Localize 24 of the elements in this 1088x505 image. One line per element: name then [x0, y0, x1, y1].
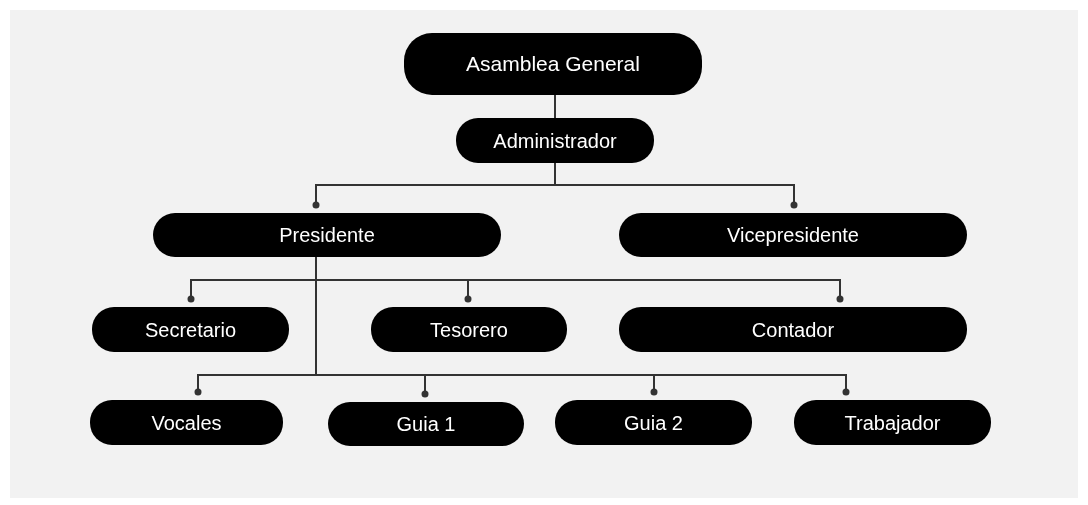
- role-title: Administrador: [493, 128, 617, 154]
- role-title: Guia 1: [396, 412, 456, 437]
- role-title: Vicepresidente: [727, 223, 859, 248]
- role-box: [90, 400, 283, 445]
- role-title: Secretario: [144, 317, 237, 343]
- role-title: Asamblea General: [466, 51, 640, 78]
- connector-line: [554, 162, 798, 209]
- role-title: Vocales: [151, 410, 222, 436]
- role-box: [619, 213, 967, 257]
- role-box: [619, 307, 967, 352]
- role-title: Guia 2: [624, 410, 683, 436]
- role-title: Presidente: [279, 223, 375, 248]
- role-box: [371, 307, 567, 352]
- role-box: [555, 400, 752, 445]
- role-box: [92, 307, 289, 352]
- connector-line: [554, 94, 556, 119]
- role-box: [794, 400, 991, 445]
- role-box: [153, 213, 501, 257]
- role-title: Tesorero: [430, 317, 508, 343]
- role-title: Trabajador: [844, 410, 941, 436]
- role-box: [456, 118, 654, 163]
- role-box: [404, 33, 702, 95]
- role-title: Contador: [751, 317, 835, 343]
- role-box: [328, 402, 524, 446]
